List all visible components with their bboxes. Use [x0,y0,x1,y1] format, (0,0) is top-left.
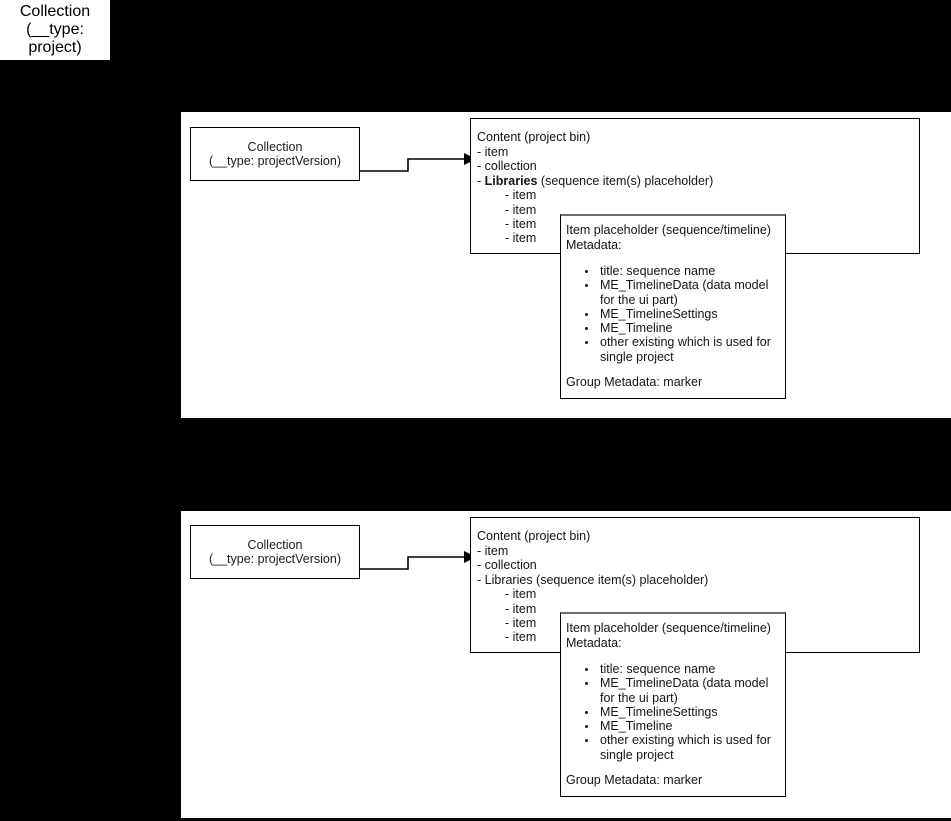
node-subtitle: (__type: project) [26,21,84,56]
diagram-two-collection-node[interactable]: Collection (__type: projectVersion) [190,525,360,579]
metadata-list: title: sequence name ME_TimelineData (da… [566,264,785,364]
list-item: - item [505,202,537,217]
diagram-one-collection-node[interactable]: Collection (__type: projectVersion) [190,127,360,181]
node-title: Collection [247,140,303,154]
list-item: - item [505,616,537,631]
placeholder-title: Item placeholder (sequence/timeline) [566,223,771,237]
content-title: Content (project bin) [477,529,591,543]
metadata-list: title: sequence name ME_TimelineData (da… [566,662,785,762]
content-item-list: - item - collection - Libraries (sequenc… [477,544,919,645]
node-subtitle: (__type: projectVersion) [208,154,341,168]
list-item: ME_TimelineData (data model for the ui p… [598,676,785,705]
libraries-label: Libraries [484,173,538,188]
content-title: Content (project bin) [477,130,591,144]
placeholder-metadata-label: Metadata: [566,238,622,252]
diagram-panel-two: Collection (__type: projectVersion) Cont… [181,511,951,818]
list-item: - collection [477,558,537,573]
group-metadata-label: Group Metadata: marker [566,773,703,788]
list-item: - collection [477,159,537,174]
list-item: - item [505,630,537,645]
list-item: ME_TimelineData (data model for the ui p… [598,278,785,307]
node-title: Collection [19,3,91,20]
list-item: other existing which is used for single … [598,733,785,762]
list-item: ME_TimelineSettings [598,307,785,321]
list-item: title: sequence name [598,662,785,676]
list-item: - item [505,587,537,602]
list-item-libraries: - Libraries (sequence item(s) placeholde… [477,572,709,587]
list-item: - item [505,217,537,232]
list-item: title: sequence name [598,264,785,278]
group-metadata-label: Group Metadata: marker [566,375,703,390]
placeholder-title: Item placeholder (sequence/timeline) [566,621,771,635]
list-item: - item [505,231,537,246]
diagram-two-item-placeholder-node[interactable]: Item placeholder (sequence/timeline) Met… [560,612,786,797]
list-item-libraries: - Libraries (sequence item(s) placeholde… [477,174,919,188]
top-left-collection-node[interactable]: Collection (__type: project) [0,0,110,60]
list-item: - item [477,145,509,159]
list-item: ME_Timeline [598,719,785,733]
content-item-list: - item - collection - Libraries (sequenc… [477,145,919,246]
node-title: Collection [247,538,303,552]
list-item: other existing which is used for single … [598,335,785,364]
list-item: ME_Timeline [598,321,785,335]
diagram-one-item-placeholder-node[interactable]: Item placeholder (sequence/timeline) Met… [560,214,786,399]
node-subtitle: (__type: projectVersion) [208,552,341,566]
libraries-dash: - [477,173,485,188]
libraries-suffix: (sequence item(s) placeholder) [537,173,714,188]
arrow-collection-to-content-two [360,551,476,570]
placeholder-metadata-label: Metadata: [566,636,622,650]
list-item: ME_TimelineSettings [598,705,785,719]
diagram-panel-one: Collection (__type: projectVersion) Cont… [181,112,951,418]
list-item: - item [477,544,509,558]
list-item: - item [505,188,537,203]
arrow-collection-to-content-one [360,153,476,172]
list-item: - item [505,601,537,616]
diagram-one-content-node[interactable]: Content (project bin) - item - collectio… [470,118,920,254]
